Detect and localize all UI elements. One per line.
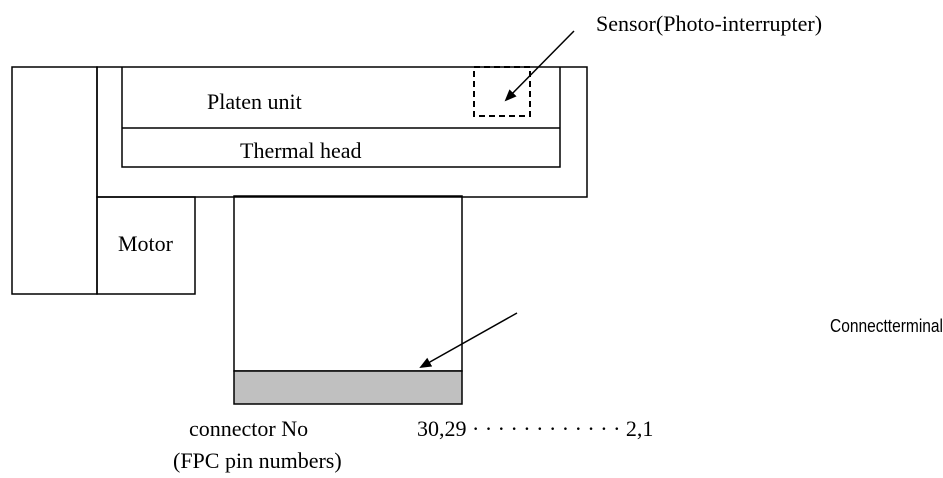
sensor-label: Sensor(Photo-interrupter) [596,11,822,36]
thermal-head-label: Thermal head [240,138,362,163]
connector-arrow [419,312,518,368]
connector-terminal-label: Connectterminal [830,316,943,336]
connector-no-label: connector No [189,416,308,441]
housing-inner-cutout [121,67,561,168]
connector-strip [233,370,463,405]
fpc-board [233,195,463,372]
motor-label: Motor [118,231,174,256]
motor-box [96,196,196,295]
sensor-arrow [504,30,575,102]
pin-sequence-label: 30,29 · · · · · · · · · · · · 2,1 [417,416,653,441]
outer-housing [96,66,588,198]
fpc-pin-numbers-label: (FPC pin numbers) [173,448,342,473]
left-frame-block [11,66,98,295]
platen-unit-label: Platen unit [207,89,302,114]
sensor-box [473,66,531,117]
